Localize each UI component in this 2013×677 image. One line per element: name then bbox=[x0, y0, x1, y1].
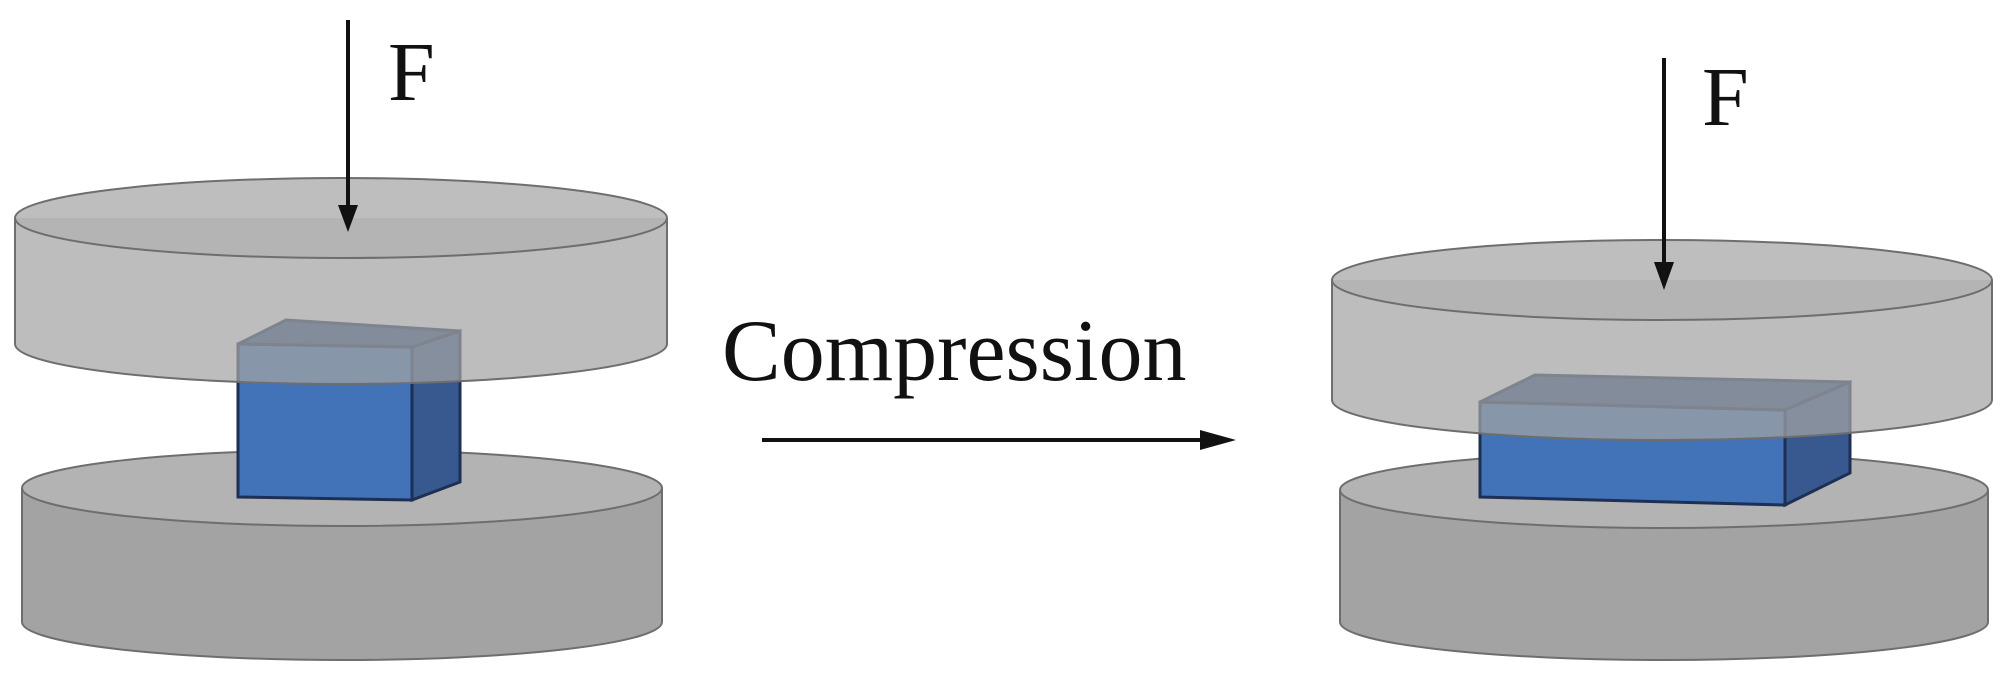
right-force-arrow-icon bbox=[1654, 58, 1674, 290]
left-assembly: F bbox=[14, 20, 668, 661]
left-force-label: F bbox=[388, 26, 435, 119]
left-top-plate bbox=[14, 177, 668, 385]
left-force-arrow-icon bbox=[338, 20, 358, 232]
transition: Compression bbox=[722, 303, 1236, 450]
right-force-label: F bbox=[1702, 51, 1749, 144]
process-arrow-icon bbox=[762, 430, 1236, 450]
process-label: Compression bbox=[722, 303, 1186, 400]
right-top-plate bbox=[1331, 239, 1993, 441]
right-assembly: F bbox=[1331, 51, 1993, 661]
